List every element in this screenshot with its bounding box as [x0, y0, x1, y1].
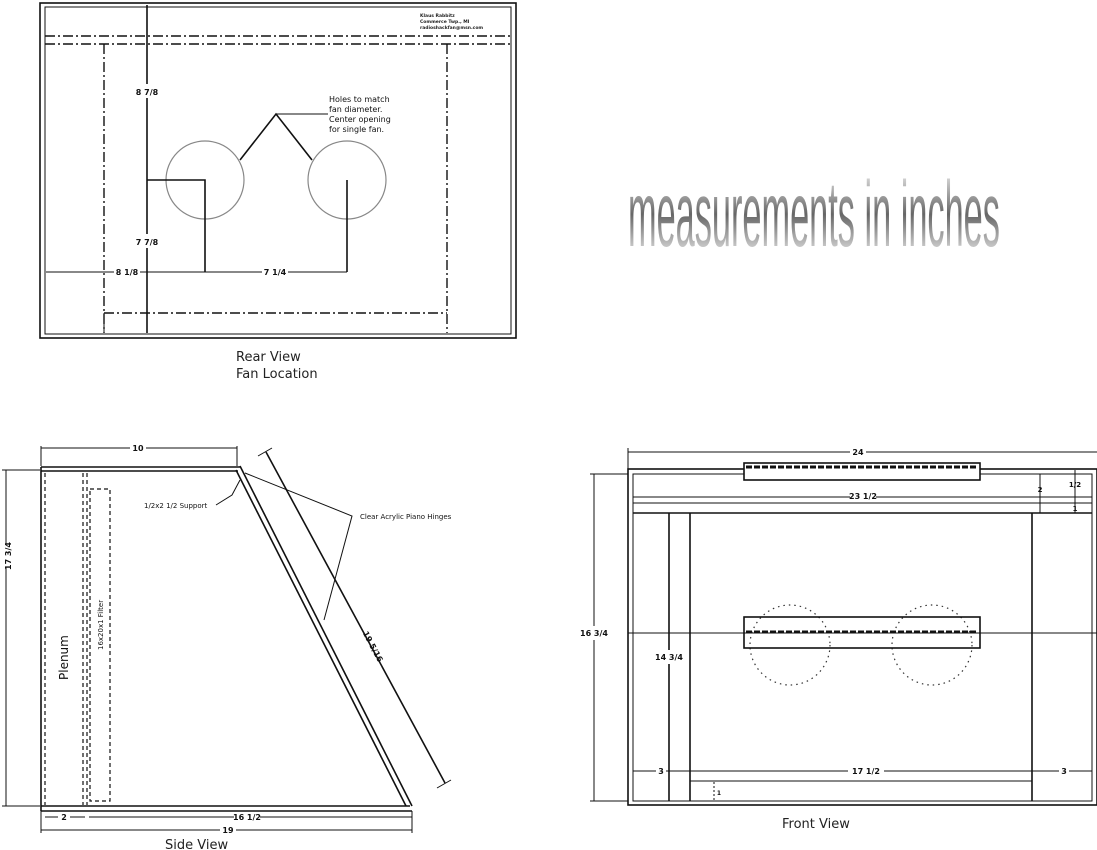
front-view: 24 23 1/2 1/2 2 1 16 3/4 14 3/4 3 17 1/2…: [580, 447, 1097, 832]
dim-front-height: 16 3/4: [580, 629, 608, 638]
svg-text:Center opening: Center opening: [329, 115, 391, 124]
dim-side-diagonal: 19 5/16: [361, 630, 385, 664]
dim-front-left-side: 3: [658, 767, 664, 776]
rear-inner-frame: [44, 6, 512, 335]
svg-text:radioshackfan@msn.com: radioshackfan@msn.com: [420, 25, 483, 31]
svg-text:fan diameter.: fan diameter.: [329, 105, 382, 114]
dim-front-bottom-one: 1: [717, 790, 721, 797]
filter-outline: [89, 488, 111, 802]
dim-front-width: 24: [852, 448, 864, 457]
hinges-label: Clear Acrylic Piano Hinges: [360, 513, 452, 521]
fan-outline-left: [749, 604, 831, 686]
front-outer-frame: [627, 468, 1097, 806]
title-block: Klaus Rabbitz Commerce Twp., MI radiosha…: [420, 13, 483, 31]
dim-plenum-depth: 2: [61, 813, 67, 822]
dim-front-inner-height: 14 3/4: [655, 653, 683, 662]
dim-rear-bottom: 7 7/8: [136, 238, 159, 247]
fan-hole-note: Holes to match fan diameter. Center open…: [329, 95, 391, 134]
dim-side-top: 10: [132, 444, 144, 453]
dim-front-top-half: 1/2: [1069, 481, 1081, 489]
rear-view-subcaption: Fan Location: [236, 367, 318, 382]
dim-front-top-two: 2: [1038, 486, 1043, 494]
side-view-caption: Side View: [165, 838, 228, 850]
dim-fan-spacing: 7 1/4: [264, 268, 287, 277]
center-hinge-bar: [743, 616, 981, 649]
side-view: Plenum 16x20x1 Filter 1/2x2 1/2 Support …: [0, 443, 452, 850]
filter-label: 16x20x1 Filter: [97, 600, 105, 650]
rear-view-caption: Rear View: [236, 350, 301, 365]
front-view-caption: Front View: [782, 817, 850, 832]
measurements-watermark: measurements in inches: [628, 162, 1000, 265]
dim-side-height: 17 3/4: [4, 542, 13, 570]
svg-text:Commerce Twp., MI: Commerce Twp., MI: [420, 19, 470, 25]
svg-text:Holes to match: Holes to match: [329, 95, 390, 104]
plenum-label: Plenum: [57, 635, 71, 680]
dim-front-right-side: 3: [1061, 767, 1067, 776]
front-inner-frame: [632, 473, 1093, 802]
dim-front-inner-width: 23 1/2: [849, 492, 877, 501]
fan-outline-right: [891, 604, 973, 686]
rear-outer-frame: [39, 2, 517, 339]
dim-front-top-one: 1: [1073, 505, 1078, 513]
dim-rear-left: 8 1/8: [116, 268, 139, 277]
support-label: 1/2x2 1/2 Support: [144, 502, 208, 510]
svg-text:Klaus Rabbitz: Klaus Rabbitz: [420, 13, 455, 19]
svg-text:for single fan.: for single fan.: [329, 125, 384, 134]
rear-view: Klaus Rabbitz Commerce Twp., MI radiosha…: [39, 2, 517, 382]
dim-side-bottom-total: 19: [222, 826, 234, 835]
dim-side-bottom-inner: 16 1/2: [233, 813, 261, 822]
dim-front-opening: 17 1/2: [852, 767, 880, 776]
dim-rear-top: 8 7/8: [136, 88, 159, 97]
